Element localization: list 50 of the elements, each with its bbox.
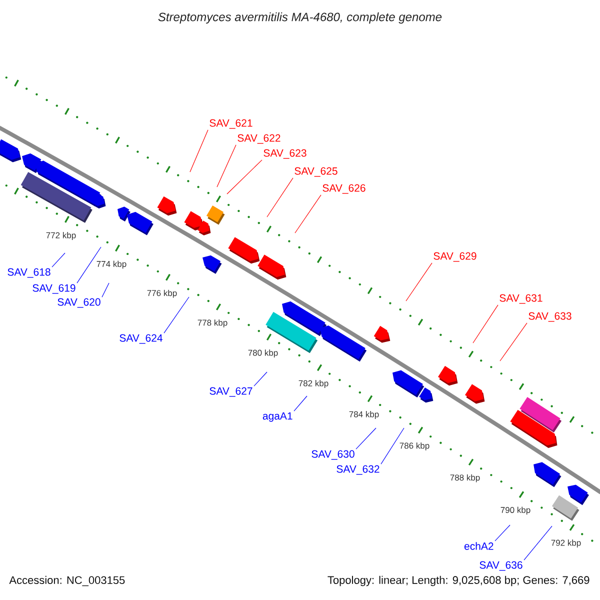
- gene-label: SAV_632: [336, 465, 380, 475]
- gene-label: SAV_633: [528, 312, 572, 322]
- leader-line: [294, 396, 308, 412]
- leader-line: [266, 178, 294, 218]
- gene-label: SAV_631: [500, 294, 542, 304]
- gene-label: SAV_618: [8, 268, 50, 278]
- scale-label: 790 kbp: [500, 506, 530, 515]
- gene-label: SAV_622: [238, 134, 280, 144]
- leader-line: [500, 322, 528, 362]
- footer-text: Topology: linear; Length: 9,025,608 bp; Genes: 7,669: [328, 576, 590, 586]
- title: Streptomyces avermitilis MA-4680, complete genome: [158, 12, 442, 24]
- scale-label: 784 kbp: [349, 411, 379, 419]
- leader-line: [102, 282, 110, 298]
- gene-label: SAV_619: [32, 284, 76, 294]
- gene-label: SAV_626: [322, 184, 366, 194]
- scale-label: 788 kbp: [450, 474, 480, 482]
- footer-text: Accession: NC_003155: [9, 576, 125, 586]
- leader-line: [190, 130, 208, 172]
- scale-label: 772 kbp: [46, 232, 76, 240]
- leader-line: [494, 524, 510, 542]
- scale-label: 778 kbp: [198, 319, 228, 328]
- leader-line: [356, 428, 376, 450]
- scale-label: 776 kbp: [147, 290, 177, 298]
- gene-label: echA2: [464, 542, 494, 550]
- scale-label: 774 kbp: [96, 260, 126, 269]
- leader-line: [216, 144, 236, 188]
- leader-line: [380, 428, 404, 464]
- gene-label: SAV_620: [58, 298, 100, 308]
- gene-label: SAV_623: [264, 149, 306, 159]
- scale-label: 792 kbp: [551, 540, 581, 548]
- gene-label: SAV_629: [434, 252, 476, 262]
- leader-line: [76, 246, 102, 284]
- leader-line: [294, 194, 322, 234]
- leader-line: [226, 160, 262, 194]
- leader-line: [52, 252, 66, 268]
- scale-label: 786 kbp: [400, 442, 430, 450]
- leader-line: [524, 526, 552, 560]
- gene-label: agaA1: [262, 412, 292, 422]
- leader-line: [254, 372, 268, 386]
- leader-line: [472, 304, 498, 344]
- leader-line: [406, 262, 432, 302]
- gene-label: SAV_621: [210, 119, 252, 129]
- gene-label: SAV_625: [294, 167, 338, 177]
- gene-label: SAV_624: [120, 334, 162, 344]
- scale-label: 780 kbp: [248, 350, 278, 358]
- scale-label: 782 kbp: [298, 380, 328, 388]
- gene-label: SAV_636: [480, 561, 522, 571]
- gene-label: SAV_627: [210, 387, 252, 397]
- gene-label: SAV_630: [312, 450, 354, 460]
- leader-line: [164, 296, 190, 334]
